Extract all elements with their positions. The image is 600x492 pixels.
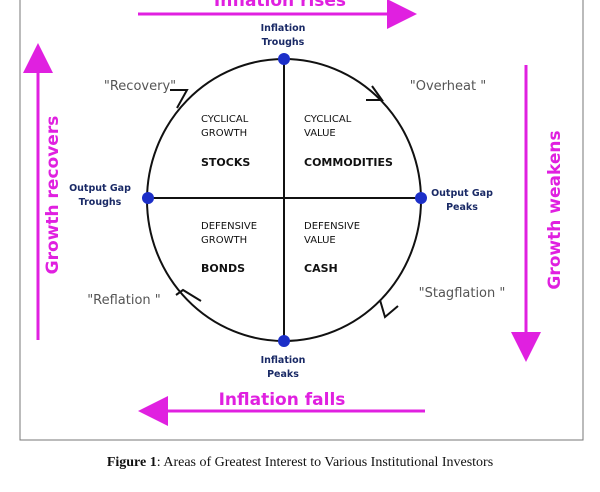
- q-bottom-right-asset: CASH: [304, 262, 338, 275]
- arrowhead-overheat: [366, 85, 384, 101]
- top-point-line2: Troughs: [262, 37, 305, 48]
- arrowhead-reflation: [175, 288, 202, 302]
- q-top-left-line2: GROWTH: [201, 128, 247, 139]
- figure-caption: Figure 1: Areas of Greatest Interest to …: [0, 455, 600, 471]
- inflation-peaks-dot: [278, 335, 290, 347]
- arrowhead-stagflation: [379, 299, 399, 319]
- bottom-point-line1: Inflation: [261, 355, 306, 366]
- q-top-left-line1: CYCLICAL: [201, 114, 249, 125]
- inflation-falls-label: Inflation falls: [219, 390, 346, 410]
- q-bottom-left-line2: GROWTH: [201, 235, 247, 246]
- bottom-point-line2: Peaks: [267, 369, 299, 380]
- phase-overheat: "Overheat ": [410, 79, 486, 94]
- output-gap-peaks-dot: [415, 192, 427, 204]
- q-bottom-left-line1: DEFENSIVE: [201, 221, 257, 232]
- left-point-line1: Output Gap: [69, 183, 131, 194]
- phase-recovery: "Recovery": [104, 79, 176, 94]
- q-top-left-asset: STOCKS: [201, 156, 250, 169]
- q-top-right-line1: CYCLICAL: [304, 114, 352, 125]
- inflation-troughs-dot: [278, 53, 290, 65]
- q-top-right-line2: VALUE: [304, 128, 336, 139]
- phase-reflation: "Reflation ": [87, 293, 161, 308]
- q-bottom-right-line2: VALUE: [304, 235, 336, 246]
- output-gap-troughs-dot: [142, 192, 154, 204]
- phase-stagflation: "Stagflation ": [419, 286, 506, 301]
- q-bottom-left-asset: BONDS: [201, 262, 245, 275]
- figure-caption-text: : Areas of Greatest Interest to Various …: [156, 455, 494, 470]
- arrowhead-recovery: [170, 89, 189, 109]
- figure-caption-label: Figure 1: [106, 455, 157, 470]
- top-point-line1: Inflation: [261, 23, 306, 34]
- right-point-line2: Peaks: [446, 202, 478, 213]
- left-point-line2: Troughs: [79, 197, 122, 208]
- growth-weakens-label: Growth weakens: [545, 130, 565, 289]
- q-top-right-asset: COMMODITIES: [304, 156, 393, 169]
- inflation-rises-label: Inflation rises: [214, 0, 346, 11]
- figure-frame: [19, 0, 584, 441]
- q-bottom-right-line1: DEFENSIVE: [304, 221, 360, 232]
- growth-recovers-label: Growth recovers: [43, 116, 63, 275]
- right-point-line1: Output Gap: [431, 188, 493, 199]
